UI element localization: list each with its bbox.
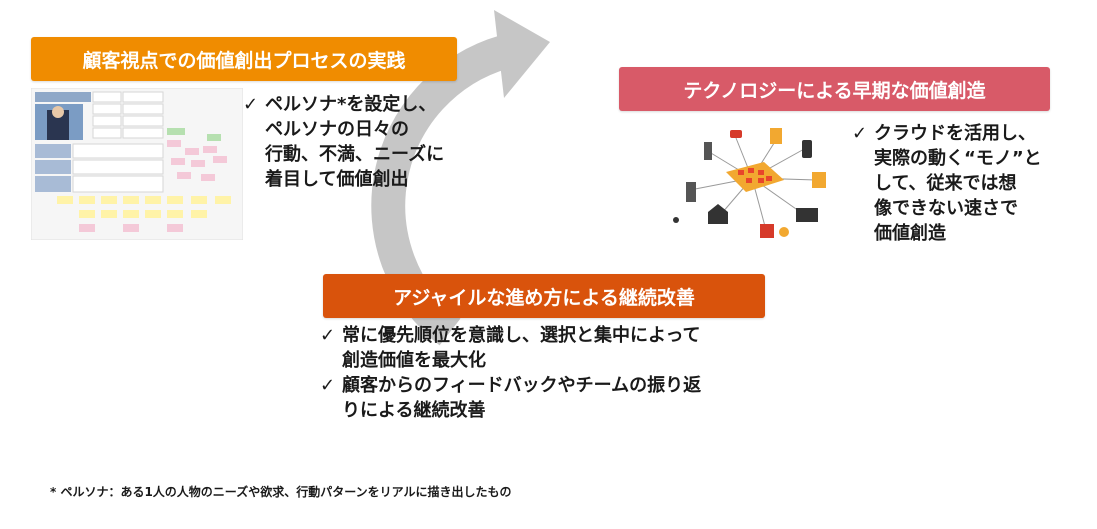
- bullet-line: 行動、不満、ニーズに: [265, 144, 445, 165]
- bullets-customer-value: ✓ ペルソナ*を設定し、 ペルソナの日々の 行動、不満、ニーズに 着目して価値創…: [243, 92, 493, 192]
- bullet-line: 像できない速さで: [874, 198, 1018, 219]
- iot-technology-illustration: [673, 128, 826, 238]
- footnote: * ペルソナ：ある1人の人物のニーズや欲求、行動パターンをリアルに描き出したもの: [50, 485, 512, 499]
- title-customer-value: 顧客視点での価値創出プロセスの実践: [82, 49, 406, 72]
- check-icon: ✓: [320, 325, 336, 346]
- bullet-line: 実際の動く“モノ”と: [874, 148, 1042, 169]
- bullet-item: ✓ 顧客からのフィードバックやチームの振り返 りによる継続改善: [320, 373, 790, 423]
- check-icon: ✓: [243, 94, 259, 115]
- bullet-line: 価値創造: [874, 223, 946, 244]
- bullets-agile: ✓ 常に優先順位を意識し、選択と集中によって 創造価値を最大化 ✓ 顧客からのフ…: [320, 323, 790, 423]
- bullet-line: 着目して価値創出: [265, 169, 409, 190]
- bullet-line: ペルソナ*を設定し、: [265, 94, 437, 115]
- title-agile: アジャイルな進め方による継続改善: [393, 286, 695, 309]
- bullet-line: して、従来では想: [874, 173, 1017, 194]
- title-technology: テクノロジーによる早期な価値創造: [683, 79, 986, 102]
- bullet-item: ✓ ペルソナ*を設定し、 ペルソナの日々の 行動、不満、ニーズに 着目して価値創…: [243, 92, 493, 192]
- check-icon: ✓: [320, 375, 336, 396]
- bullet-line: 顧客からのフィードバックやチームの振り返: [342, 375, 702, 396]
- title-box-technology: テクノロジーによる早期な価値創造: [619, 67, 1050, 111]
- bullet-item: ✓ 常に優先順位を意識し、選択と集中によって 創造価値を最大化: [320, 323, 790, 373]
- title-box-agile: アジャイルな進め方による継続改善: [323, 274, 765, 318]
- bullet-line: 常に優先順位を意識し、選択と集中によって: [342, 325, 701, 346]
- bullet-line: 創造価値を最大化: [342, 350, 486, 371]
- bullets-technology: ✓ クラウドを活用し、 実際の動く“モノ”と して、従来では想 像できない速さで…: [852, 121, 1077, 246]
- persona-sheet-image: [31, 88, 243, 240]
- bullet-line: ペルソナの日々の: [265, 119, 409, 140]
- check-icon: ✓: [852, 123, 868, 144]
- bullet-line: クラウドを活用し、: [874, 123, 1036, 144]
- bullet-item: ✓ クラウドを活用し、 実際の動く“モノ”と して、従来では想 像できない速さで…: [852, 121, 1077, 246]
- title-box-customer-value: 顧客視点での価値創出プロセスの実践: [31, 37, 457, 81]
- bullet-line: りによる継続改善: [342, 400, 486, 421]
